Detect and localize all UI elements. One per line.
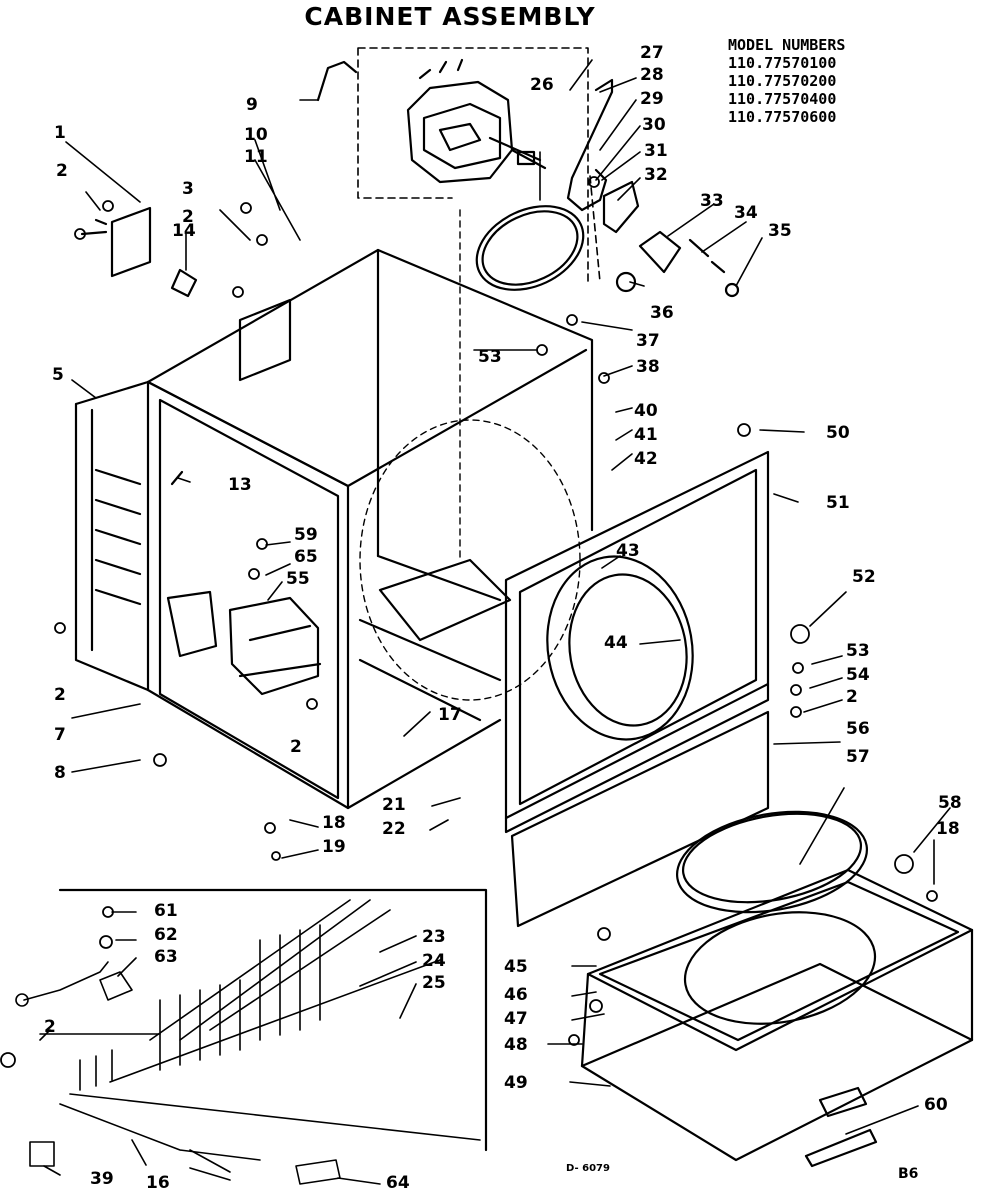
page-reference: B6 (898, 1166, 919, 1182)
callout-label: 2 (56, 161, 68, 181)
callout-label: 27 (640, 43, 664, 63)
model-number: 110.77570200 (728, 72, 837, 90)
callout-label: 18 (936, 819, 960, 839)
callout-label: 58 (938, 793, 962, 813)
callout-label: 5 (52, 365, 64, 385)
callout-label: 53 (846, 641, 870, 661)
callout-label: 63 (154, 947, 178, 967)
model-number: 110.77570400 (728, 90, 837, 108)
callout-label: 2 (846, 687, 858, 707)
callout-label: 37 (636, 331, 660, 351)
callout-label: 56 (846, 719, 870, 739)
callout-label: 7 (54, 725, 66, 745)
motor-group-box (357, 47, 601, 283)
callout-label: 18 (322, 813, 346, 833)
callout-label: 49 (504, 1073, 528, 1093)
callout-label: 61 (154, 901, 178, 921)
model-numbers: MODEL NUMBERS 110.77570100 110.77570200 … (728, 36, 845, 126)
callout-label: 17 (438, 705, 462, 725)
callout-label: 45 (504, 957, 528, 977)
callout-label: 1 (54, 123, 66, 143)
callout-label: 24 (422, 951, 446, 971)
left-bracket (110, 206, 152, 278)
callout-label: 16 (146, 1173, 170, 1193)
wiring-harness-box (58, 888, 488, 1152)
callout-label: 25 (422, 973, 446, 993)
callout-label: 43 (616, 541, 640, 561)
callout-label: 34 (734, 203, 758, 223)
cabinet (74, 209, 594, 810)
callout-label: 60 (924, 1095, 948, 1115)
front-panel (504, 450, 770, 834)
idler-assembly (566, 78, 614, 212)
callout-label: 47 (504, 1009, 528, 1029)
callout-label: 50 (826, 423, 850, 443)
callout-label: 29 (640, 89, 664, 109)
callout-label: 48 (504, 1035, 528, 1055)
leader-lines (39, 59, 951, 1185)
callout-label: 64 (386, 1173, 410, 1193)
drive-motor (406, 58, 547, 184)
callout-label: 10 (244, 125, 268, 145)
callout-label: 9 (246, 95, 258, 115)
callout-label: 51 (826, 493, 850, 513)
model-header: MODEL NUMBERS (728, 36, 846, 54)
callout-label: 14 (172, 221, 196, 241)
model-number: 110.77570600 (728, 108, 837, 126)
callout-label: 53 (478, 347, 502, 367)
fasteners (0, 176, 938, 1068)
callout-label: 28 (640, 65, 664, 85)
callout-label: 19 (322, 837, 346, 857)
callout-label: 22 (382, 819, 406, 839)
callout-label: 2 (54, 685, 66, 705)
callout-label: 55 (286, 569, 310, 589)
callout-label: 2 (290, 737, 302, 757)
callout-label: 35 (768, 221, 792, 241)
wiring-harness (15, 899, 481, 1185)
callout-label: 42 (634, 449, 658, 469)
callout-label: 57 (846, 747, 870, 767)
callout-labels: 1 2 2 3 9 10 11 14 5 13 2 7 8 59 65 55 2… (44, 43, 962, 1193)
motor-clip (316, 60, 358, 102)
callout-label: 39 (90, 1169, 114, 1189)
callout-label: 11 (244, 147, 268, 167)
callout-label: 59 (294, 525, 318, 545)
callout-label: 54 (846, 665, 870, 685)
callout-label: 52 (852, 567, 876, 587)
callout-label: 46 (504, 985, 528, 1005)
callout-label: 40 (634, 401, 658, 421)
callout-label: 44 (604, 633, 628, 653)
toe-panel (510, 710, 770, 928)
callout-label: 23 (422, 927, 446, 947)
callout-label: 21 (382, 795, 406, 815)
callout-label: 31 (644, 141, 668, 161)
callout-label: 26 (530, 75, 554, 95)
callout-label: 30 (642, 115, 666, 135)
callout-label: 3 (182, 179, 194, 199)
callout-label: 2 (44, 1017, 56, 1037)
callout-label: 32 (644, 165, 668, 185)
heater-components (166, 470, 322, 696)
idler-bracket (638, 230, 682, 274)
drive-belt (475, 205, 585, 291)
callout-label: 2 (182, 207, 194, 227)
callout-label: 62 (154, 925, 178, 945)
callout-label: 65 (294, 547, 318, 567)
base-assembly (580, 810, 974, 1168)
callout-label: 13 (228, 475, 252, 495)
callout-label: 8 (54, 763, 66, 783)
drawing-code: D- 6079 (566, 1163, 610, 1174)
callout-label: 33 (700, 191, 724, 211)
diagram-title: CABINET ASSEMBLY (304, 2, 596, 31)
model-number: 110.77570100 (728, 54, 837, 72)
callout-label: 36 (650, 303, 674, 323)
callout-label: 38 (636, 357, 660, 377)
callout-label: 41 (634, 425, 658, 445)
